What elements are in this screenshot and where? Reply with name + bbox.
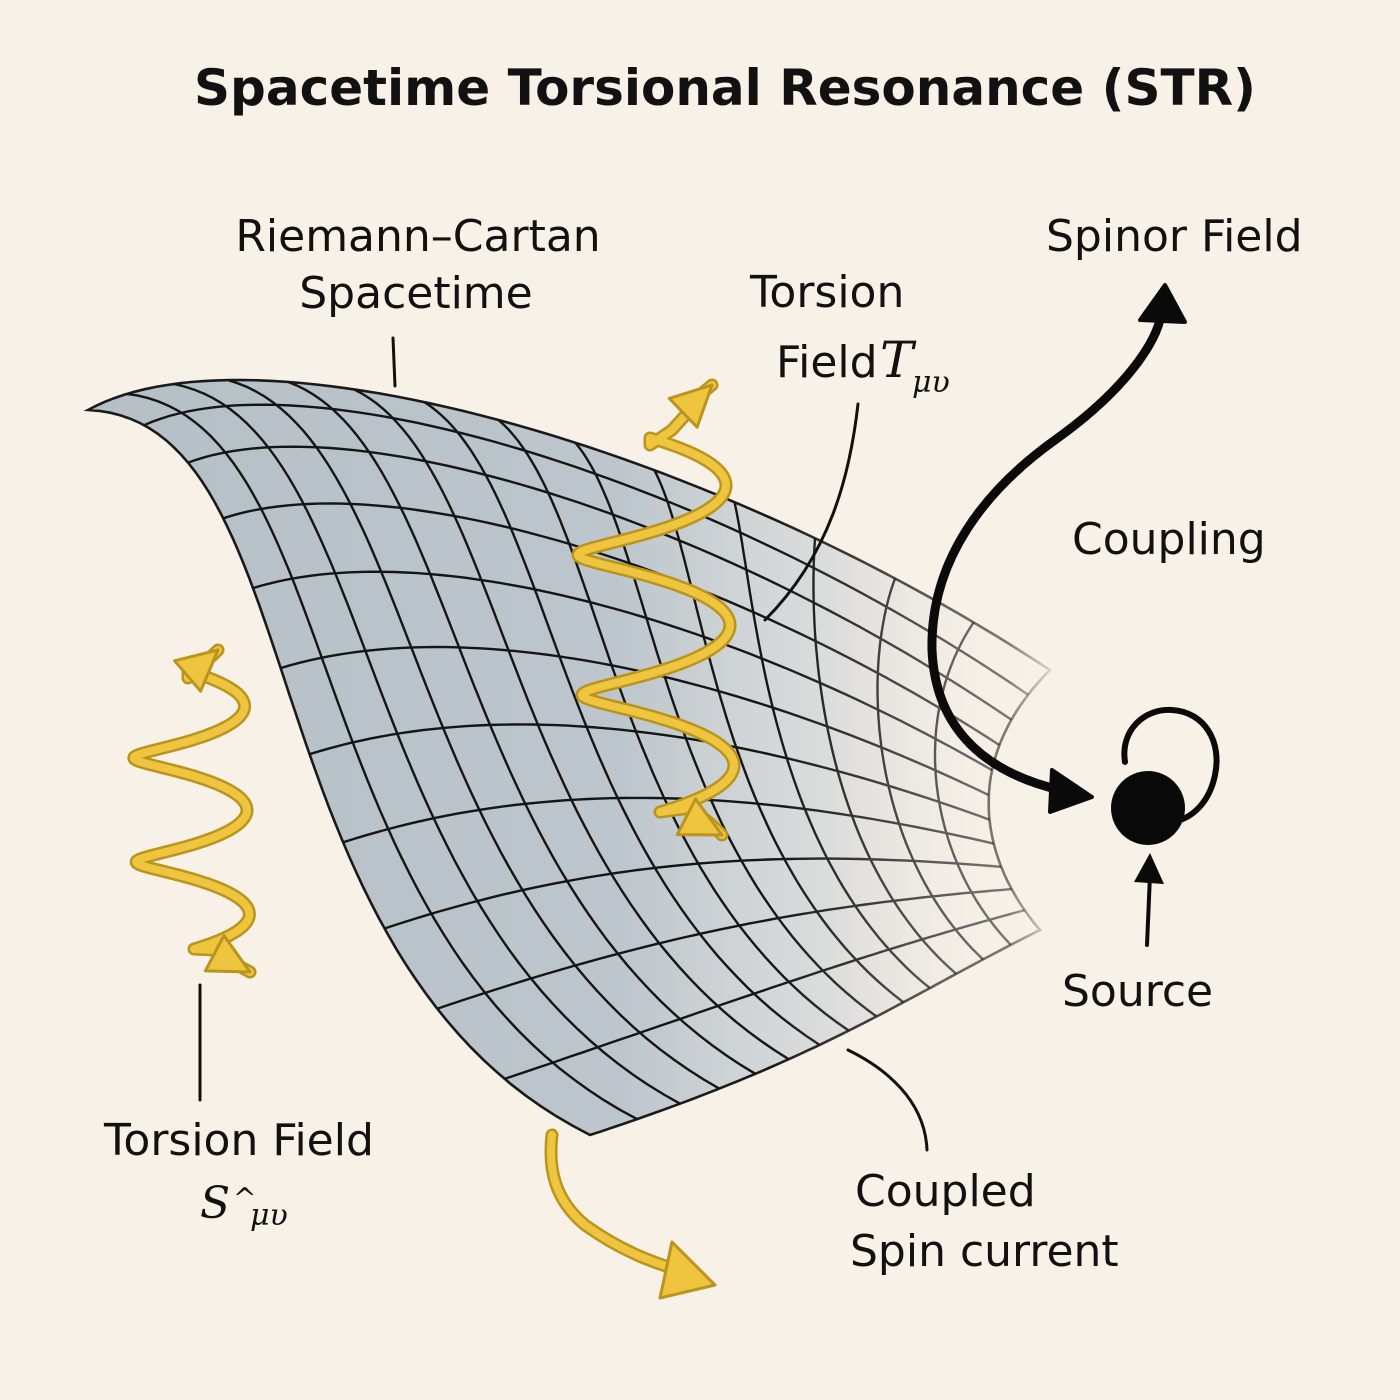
spin-current-leader-line (846, 1048, 929, 1152)
mesh-gridline (280, 645, 990, 797)
spacetime-label: Riemann–Cartan (235, 211, 600, 262)
mesh-gridline (384, 857, 1002, 930)
spin-current-label: Coupled (855, 1166, 1036, 1217)
torsion-helix-arrow-center (571, 378, 741, 842)
mesh-gridline (876, 578, 984, 961)
spin-current-arrow (544, 1128, 717, 1300)
mesh-gridline (173, 382, 681, 1105)
spin-current-label-line2: Spin current (850, 1226, 1119, 1277)
torsion-S-superscript: ^ (233, 1182, 256, 1215)
coupling-arrow-head (1048, 768, 1094, 814)
mesh-gridline (287, 380, 756, 1075)
mesh-gridline (353, 388, 790, 1061)
source-arrow (1145, 873, 1152, 947)
mesh-gridline (222, 502, 1001, 747)
mesh-gridline (187, 445, 1013, 721)
mesh-gridline (504, 909, 1026, 1081)
mesh-gridline (143, 403, 1029, 696)
mesh-gridline (574, 442, 878, 1018)
mesh-gridline (252, 570, 993, 772)
spinor-field-label: Spinor Field (1046, 211, 1303, 262)
coupling-label: Coupling (1072, 514, 1266, 565)
torsion-S-symbol: S (200, 1178, 230, 1229)
torsion-helix-arrow-left (127, 643, 257, 979)
mesh-gridline (653, 469, 905, 1004)
mesh-gridline (812, 538, 958, 975)
mesh-gridline (733, 501, 931, 990)
coupling-arrow (927, 303, 1167, 795)
mesh-gridline (423, 401, 821, 1046)
torsion-T-label: Torsion (749, 267, 904, 318)
torsion-T-subscript: μυ (912, 365, 950, 400)
mesh-gridline (436, 887, 1012, 1010)
torsion-S-label: Torsion Field (103, 1115, 374, 1166)
mesh-gridline (497, 419, 850, 1032)
mesh-gridline (126, 392, 638, 1121)
source-label: Source (1062, 966, 1213, 1017)
spacetime-label-line2: Spacetime (299, 268, 533, 319)
torsion-T-leader-line (763, 402, 860, 622)
torsion-S-subscript: μυ (250, 1198, 288, 1233)
spacetime-leader-line (391, 336, 397, 388)
spinor-arrow-head (1138, 283, 1187, 324)
torsion-T-symbol: T (880, 331, 917, 389)
mesh-gridline (227, 380, 720, 1090)
source-spin-loop (1121, 706, 1220, 823)
source-particle (1111, 706, 1220, 947)
spacetime-surface (83, 378, 1053, 1137)
mesh-gridline (342, 796, 995, 845)
page-title: Spacetime Torsional Resonance (STR) (194, 59, 1256, 117)
source-dot (1111, 771, 1185, 845)
mesh-gridline (309, 723, 990, 821)
mesh-gridline (933, 621, 1012, 946)
torsion-T-label-line2: Field (776, 337, 878, 388)
